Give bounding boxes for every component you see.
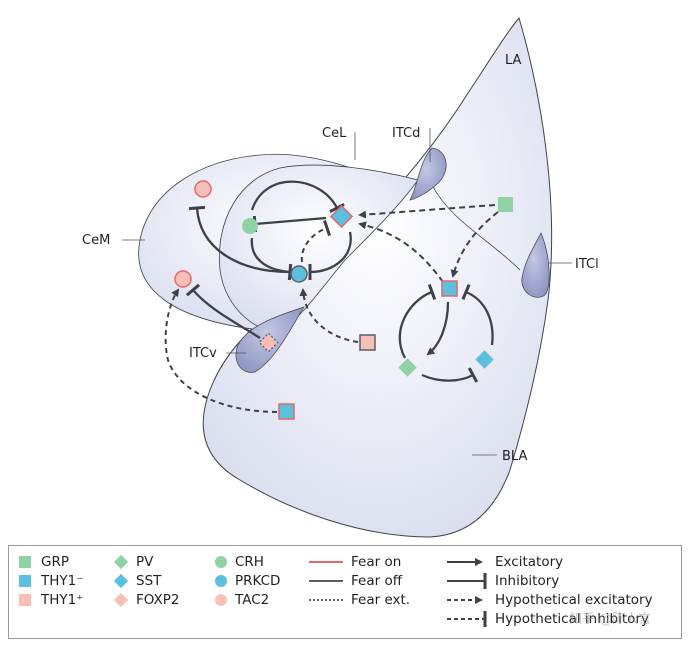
legend-fear-off-line — [309, 580, 343, 582]
legend-crh-swatch — [215, 556, 227, 568]
legend-grp-swatch — [19, 556, 31, 568]
hyp-excit-thy1minus-to-tac2 — [164, 288, 278, 413]
legend-pv-swatch — [113, 554, 129, 570]
label-bla: BLA — [502, 449, 527, 464]
label-itcl: ITCl — [575, 257, 599, 272]
legend-fear-ext-line — [309, 599, 343, 601]
legend-grp-label: GRP — [41, 554, 69, 570]
inhib-sst-to-prkcd — [308, 231, 352, 281]
legend-fear-off-label: Fear off — [351, 573, 403, 589]
legend-thy1-plus-label: THY1⁺ — [41, 592, 84, 608]
label-itcd: ITCd — [392, 126, 420, 141]
label-la: LA — [505, 53, 522, 68]
hyp-excit-thy1plus-to-prkcd — [299, 288, 359, 343]
la-bla-boundary — [431, 184, 521, 271]
legend-fear-on-line — [309, 561, 343, 563]
legend-tac2-swatch — [215, 594, 227, 606]
legend-excitatory-label: Excitatory — [495, 554, 564, 570]
legend-thy1-minus-label: THY1⁻ — [41, 573, 84, 589]
legend-tac2-label: TAC2 — [235, 592, 270, 608]
label-cel: CeL — [322, 126, 347, 141]
label-cem: CeM — [82, 233, 110, 248]
legend-thy1-plus-swatch — [19, 594, 31, 606]
legend-prkcd-label: PRKCD — [235, 573, 281, 589]
foxp2-cell-itcv — [258, 332, 279, 353]
legend-fear-ext-label: Fear ext. — [351, 592, 411, 608]
prkcd-cell — [290, 265, 308, 283]
crh-cell — [242, 218, 258, 234]
itcl-cluster — [521, 232, 550, 298]
inhib-sst-to-crh — [252, 215, 327, 233]
inhib-pv-to-thy1 — [398, 283, 437, 359]
inhib-sst-to-thy1-bla — [461, 284, 494, 346]
legend-sst-swatch — [113, 573, 129, 589]
inhib-prkcd-to-tac2-top — [188, 205, 291, 274]
legend-fear-on-label: Fear on — [351, 554, 402, 570]
legend-hyp-inhibitory-label: Hypothetical inhibitory — [495, 611, 649, 627]
inhib-foxp2-to-tac2-low — [185, 283, 261, 339]
tac2-cell-top — [194, 180, 212, 198]
thy1-minus-cell-low — [278, 403, 295, 420]
itcd-cluster — [409, 147, 447, 201]
legend-foxp2-label: FOXP2 — [136, 592, 180, 608]
pv-cell — [398, 358, 417, 377]
legend-sst-label: SST — [136, 573, 162, 589]
thy1-plus-cell — [359, 334, 376, 351]
label-itcv: ITCv — [189, 346, 217, 361]
hyp-inhib-prkcd-to-sst — [300, 219, 331, 263]
hyp-excit-grp-to-thy1 — [450, 211, 499, 278]
legend-pv-label: PV — [136, 554, 154, 570]
tac2-cell-low — [174, 270, 192, 288]
legend-hyp-excitatory-label: Hypothetical excitatory — [495, 592, 653, 608]
hyp-excit-grp-to-sst — [358, 204, 496, 219]
legend-thy1-minus-swatch — [19, 575, 31, 587]
hyp-excit-thy1-to-sst — [358, 221, 444, 283]
sst-cell-cel — [329, 204, 354, 229]
excit-thy1-to-pv — [426, 301, 450, 356]
legend-crh-label: CRH — [235, 554, 264, 570]
legend-prkcd-swatch — [215, 575, 227, 587]
inhib-prkcd-to-sst-top — [250, 180, 345, 214]
amygdala-circuit-diagram: LA CeL ITCd CeM ITCl ITCv BLA — [82, 16, 599, 538]
grp-cell — [498, 197, 513, 212]
legend-connection-symbols — [447, 558, 487, 627]
sst-cell-bla — [475, 350, 494, 369]
inhib-pv-to-sst-bla — [421, 367, 479, 383]
cel-region — [218, 164, 419, 332]
legend-inhibitory-label: Inhibitory — [495, 573, 560, 589]
legend-foxp2-swatch — [113, 592, 129, 608]
thy1-minus-cell-bla — [441, 280, 458, 297]
watermark: 知乎 @陈人言 — [569, 612, 652, 627]
legend: GRP THY1⁻ THY1⁺ PV SST FOXP2 CRH PRKCD T… — [8, 545, 682, 639]
